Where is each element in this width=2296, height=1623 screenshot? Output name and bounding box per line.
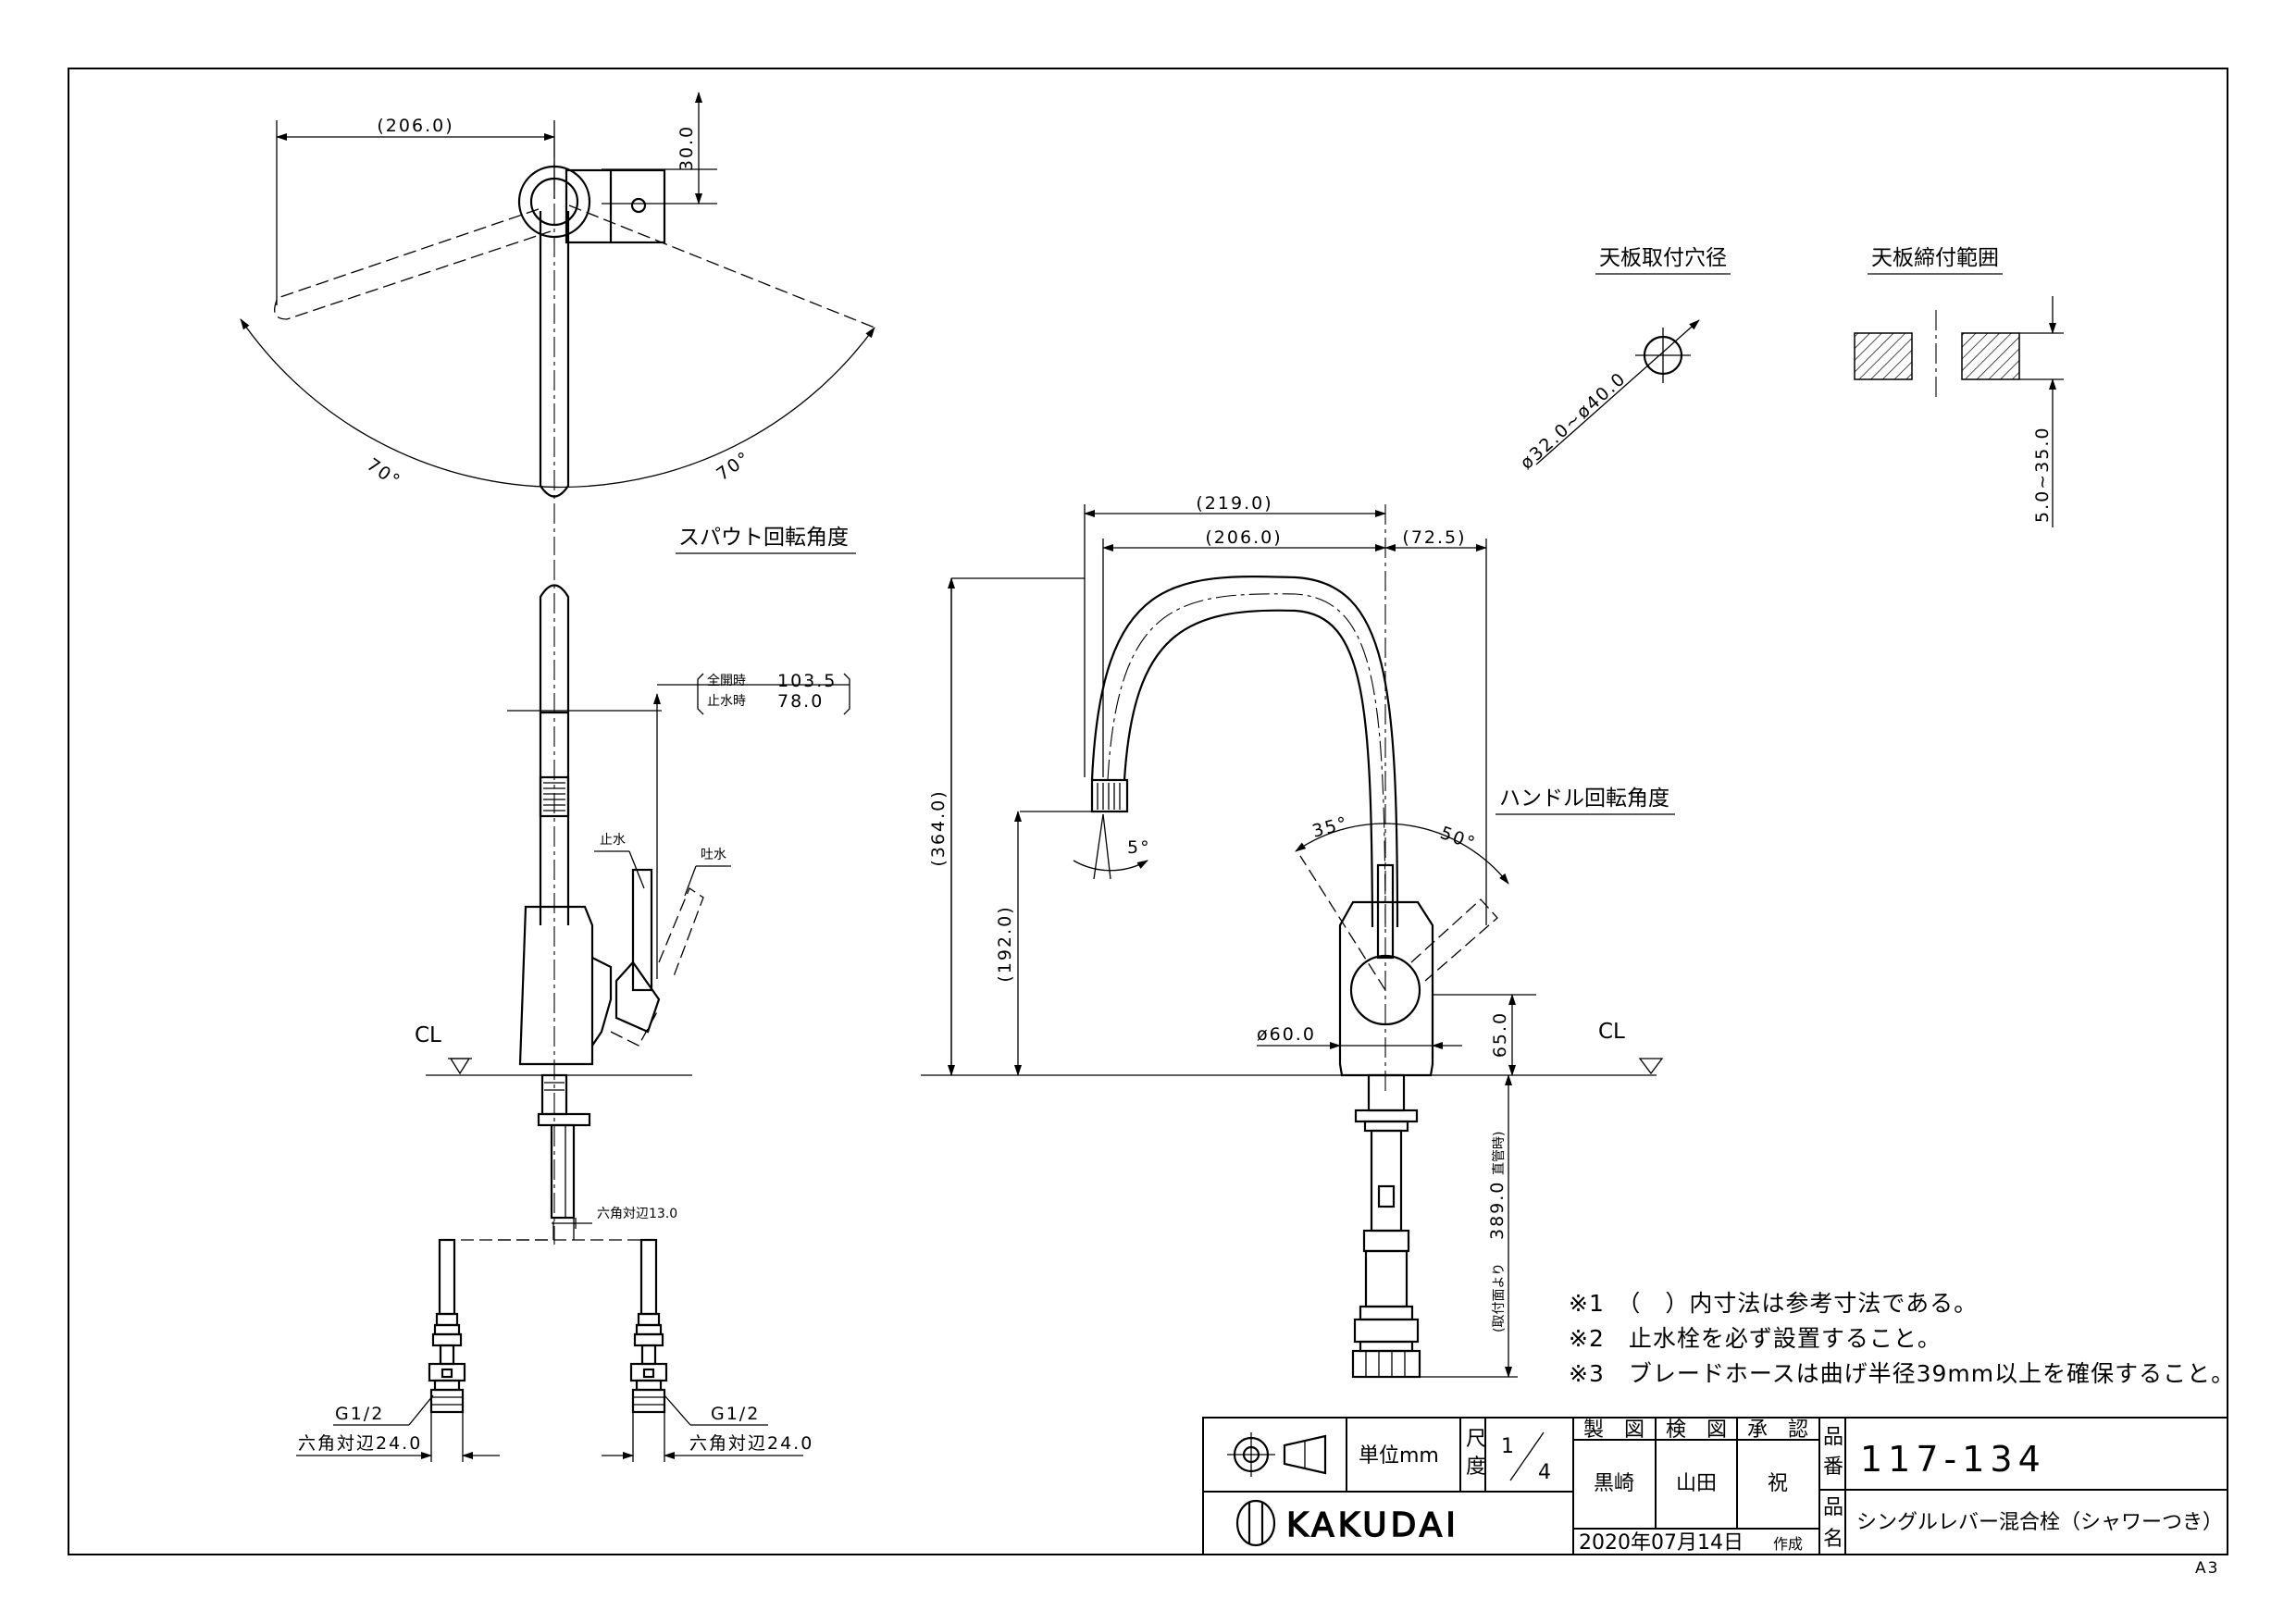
side-aerator [539, 775, 570, 818]
right-thread-label: G1/2 [711, 1404, 760, 1424]
checked-by: 山田 [1676, 1472, 1717, 1495]
front-dim-364: (364.0) [928, 789, 949, 866]
discharge-label: 吐水 [701, 848, 726, 862]
flow-full-value: 103.5 [777, 671, 837, 691]
title-block: 単位mm 尺 度 1 4 KAKUDAI 製 図 検 図 承 認 黒崎 山田 祝… [1202, 1417, 2228, 1555]
hatch-left [1854, 332, 1913, 380]
side-body [518, 905, 594, 1066]
sheet-size: A3 [2195, 1559, 2219, 1578]
top-depth-dim: 30.0 [676, 125, 697, 171]
part-no-label-1: 品 [1823, 1426, 1843, 1449]
handle-rotation-caption: ハンドル回転角度 [1499, 787, 1669, 811]
part-name: シングルレバー混合栓（シャワーつき） [1856, 1511, 2223, 1534]
hose-left [428, 1238, 466, 1462]
thickness-dim: 5.0~35.0 [2032, 427, 2053, 523]
supply-hoses: G1/2 六角対辺24.0 G1/2 六角対辺24.0 [296, 1238, 813, 1462]
drawn-label: 製 図 [1583, 1419, 1644, 1442]
countertop-hole-detail: 天板取付穴径 ø32.0~ø40.0 [1517, 246, 1731, 474]
scale-numerator: 1 [1501, 1435, 1514, 1458]
top-angle-left: 70° [363, 454, 404, 492]
front-view: (219.0) (206.0) (72.5) 5° (364.0) (192.0… [921, 493, 1675, 1379]
part-name-label-1: 品 [1823, 1496, 1843, 1519]
hose-length-suffix: 直管時) [1491, 1132, 1507, 1175]
side-hex-label: 六角対辺13.0 [597, 1207, 677, 1221]
note-2: ※2 止水栓を必ず設置すること。 [1569, 1325, 1942, 1352]
top-width-dim: (206.0) [377, 116, 453, 136]
front-dim-206: (206.0) [1205, 527, 1282, 548]
front-spout-inner [1123, 609, 1374, 928]
side-spout [539, 584, 570, 925]
left-hex-label: 六角対辺24.0 [298, 1433, 422, 1454]
scale-denominator: 4 [1538, 1461, 1551, 1484]
front-dim-192: (192.0) [995, 905, 1015, 982]
front-angle-35: 35° [1310, 812, 1351, 842]
front-dim-65: 65.0 [1490, 1011, 1510, 1058]
hatch-right [1961, 332, 2020, 380]
approved-by: 祝 [1768, 1472, 1788, 1495]
flow-full-label: 全開時 [707, 673, 746, 688]
notes: ※1 （ ）内寸法は参考寸法である。 ※2 止水栓を必ず設置すること。 ※3 ブ… [1569, 1290, 2235, 1387]
side-cl-label: CL [415, 1023, 441, 1047]
right-hex-label: 六角対辺24.0 [689, 1433, 813, 1454]
sheet-border [68, 68, 2228, 1555]
part-name-label-2: 名 [1823, 1528, 1843, 1551]
front-angle-50: 50° [1437, 823, 1479, 854]
side-view: 全開時 103.5 止水時 78.0 止水 吐水 CL 六角対辺13.0 [415, 560, 850, 1245]
front-lever [1376, 863, 1395, 960]
approved-label: 承 認 [1747, 1419, 1808, 1442]
hole-dim: ø32.0~ø40.0 [1517, 368, 1631, 474]
part-no-label-2: 番 [1823, 1456, 1843, 1479]
flow-stop-value: 78.0 [777, 691, 824, 712]
top-handle-body [565, 168, 666, 244]
left-thread-label: G1/2 [335, 1404, 384, 1424]
projection-symbol [1227, 1432, 1327, 1477]
kakudai-logo: KAKUDAI [1235, 1499, 1459, 1547]
thickness-title: 天板締付範囲 [1871, 246, 1999, 270]
scale-label-1: 尺 [1466, 1428, 1486, 1451]
front-spout-outer [1090, 576, 1399, 928]
hose-length-value: 389.0 [1487, 1181, 1508, 1240]
front-dim-72: (72.5) [1402, 527, 1466, 548]
stop-label: 止水 [600, 833, 626, 848]
drawn-by: 黒崎 [1594, 1472, 1634, 1495]
front-dia-60: ø60.0 [1257, 1024, 1316, 1045]
spout-rotation-caption: スパウト回転角度 [678, 526, 849, 550]
front-handle-hub [1349, 954, 1421, 1026]
date-suffix: 作成 [1773, 1535, 1803, 1553]
checked-label: 検 図 [1666, 1419, 1727, 1442]
front-dim-219: (219.0) [1196, 493, 1272, 514]
drawing-date: 2020年07月14日 [1579, 1531, 1744, 1555]
top-view: (206.0) 30.0 70° 70° スパウト回転角度 [240, 92, 875, 555]
countertop-thickness-detail: 天板締付範囲 5.0~35.0 [1854, 246, 2064, 527]
unit-label: 単位mm [1359, 1444, 1439, 1468]
top-rotation-arc [240, 318, 875, 489]
logo-text: KAKUDAI [1286, 1506, 1459, 1544]
note-3: ※3 ブレードホースは曲げ半径39mm以上を確保すること。 [1569, 1360, 2235, 1387]
hose-right [629, 1238, 668, 1462]
front-aerator [1090, 778, 1129, 813]
note-1: ※1 （ ）内寸法は参考寸法である。 [1569, 1290, 1978, 1317]
scale-label-2: 度 [1466, 1456, 1486, 1479]
front-angle-5: 5° [1127, 837, 1151, 858]
hose-length-prefix: (取付面より [1492, 1263, 1507, 1332]
flow-stop-label: 止水時 [707, 694, 746, 709]
hole-title: 天板取付穴径 [1599, 246, 1727, 270]
side-lever [631, 868, 653, 992]
front-cl-label: CL [1598, 1020, 1625, 1044]
part-number: 117-134 [1860, 1439, 2046, 1480]
